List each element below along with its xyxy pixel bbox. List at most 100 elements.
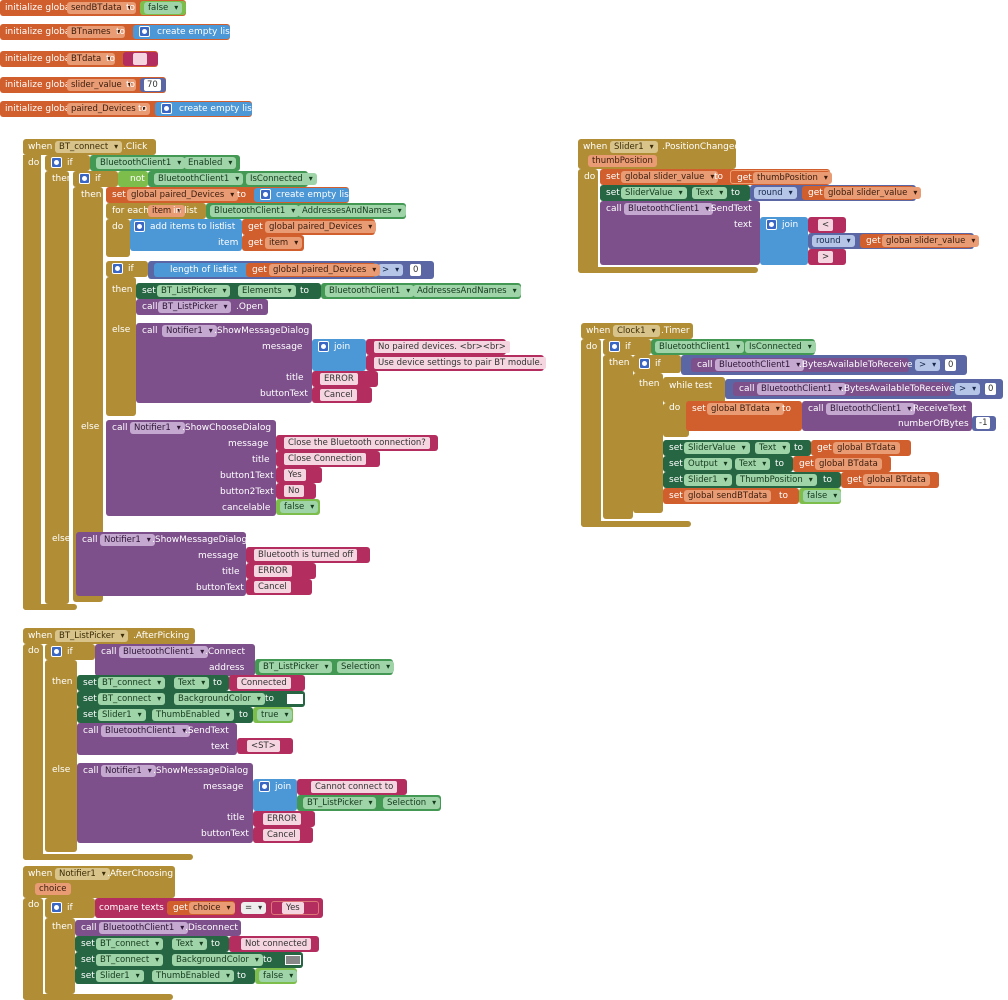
if-connect[interactable]: if (45, 644, 95, 660)
set-slider-thumbposition[interactable]: set Slider1 ThumbPosition to (663, 472, 841, 488)
get-slider-value[interactable]: get global slider_value (860, 234, 980, 248)
join-block[interactable]: join (253, 779, 297, 811)
get-item[interactable]: get item (242, 235, 304, 251)
join-block[interactable]: join (760, 217, 808, 265)
text-st[interactable]: <ST> (237, 738, 293, 754)
gear-icon[interactable] (260, 189, 271, 200)
text-use-settings[interactable]: Use device settings to pair BT module. (366, 355, 547, 371)
get-choice[interactable]: get choice (167, 901, 235, 915)
event-clock-timer[interactable]: when Clock1 .Timer (581, 323, 693, 339)
getter-bt-enabled[interactable]: BluetoothClient1 Enabled (90, 155, 240, 171)
false-literal[interactable]: false (255, 968, 298, 984)
compare-bytes-while[interactable]: call BluetoothClient1 .BytesAvailableToR… (725, 379, 1003, 399)
text-gt[interactable]: > (808, 249, 846, 265)
get-btdata[interactable]: get global BTdata (841, 472, 939, 488)
call-bt-sendtext-slider[interactable]: call BluetoothClient1 .SendText text (600, 201, 760, 265)
gear-icon[interactable] (318, 341, 329, 352)
text-close-connection[interactable]: Close Connection (276, 451, 380, 467)
getter-bt-isconnected[interactable]: BluetoothClient1 IsConnected (148, 171, 317, 187)
text-cannot-connect[interactable]: Cannot connect to (297, 779, 407, 795)
text-close-bt[interactable]: Close the Bluetooth connection? (276, 435, 438, 451)
text-connected[interactable]: Connected (229, 675, 305, 691)
text-no-paired[interactable]: No paired devices. <br><br> (366, 339, 510, 355)
gear-icon[interactable] (79, 173, 90, 184)
call-bt-disconnect[interactable]: call BluetoothClient1 .Disconnect (75, 920, 241, 936)
gear-icon[interactable] (112, 263, 123, 274)
global-BTnames[interactable]: initialize global BTnames to create empt… (0, 24, 233, 40)
gear-icon[interactable] (161, 103, 172, 114)
while-loop[interactable]: while test (663, 377, 725, 403)
set-btconnect-text[interactable]: set BT_connect Text to (75, 936, 229, 952)
text-yes[interactable]: Yes (271, 901, 319, 915)
set-output-text[interactable]: set Output Text to (663, 456, 793, 472)
if-bytes-available[interactable]: if (633, 355, 681, 373)
if-connected[interactable]: if (73, 171, 118, 187)
getter-bt-addresses[interactable]: BluetoothClient1 AddressesAndNames (321, 283, 521, 299)
call-receive-text[interactable]: call BluetoothClient1 .ReceiveText numbe… (802, 401, 972, 431)
color-white-swatch[interactable] (287, 694, 303, 704)
get-btdata[interactable]: get global BTdata (811, 440, 911, 456)
gear-icon[interactable] (51, 157, 62, 168)
gear-icon[interactable] (134, 221, 145, 232)
set-slider-value[interactable]: set global slider_value to get thumbPosi… (600, 169, 832, 185)
round-block[interactable]: round get global slider_value (808, 233, 980, 249)
gear-icon[interactable] (51, 646, 62, 657)
compare-texts[interactable]: compare texts get choice = Yes (95, 898, 323, 918)
get-slider-value[interactable]: get global slider_value (802, 186, 922, 200)
get-paired-devices[interactable]: get global paired_Devices (242, 219, 377, 235)
if-clock-connected[interactable]: if (603, 339, 651, 355)
color-gray-swatch[interactable] (285, 955, 301, 965)
call-show-choose-dialog[interactable]: call Notifier1 .ShowChooseDialog message… (106, 420, 276, 516)
getter-bt-isconnected[interactable]: BluetoothClient1 IsConnected (651, 339, 816, 355)
text-cancel[interactable]: Cancel (253, 827, 313, 843)
number-neg1[interactable]: -1 (972, 416, 996, 431)
global-sendBTdata[interactable]: initialize global sendBTdata to false (0, 0, 186, 16)
event-bt-connect-click[interactable]: when BT_connect .Click (23, 139, 156, 155)
if-length[interactable]: if (106, 261, 148, 277)
set-btdata[interactable]: set global BTdata to (686, 401, 802, 431)
gear-icon[interactable] (609, 341, 620, 352)
not-block[interactable]: not (118, 171, 148, 187)
get-thumbposition[interactable]: get thumbPosition (730, 170, 832, 184)
global-paired-devices[interactable]: initialize global paired_Devices to crea… (0, 101, 255, 117)
event-slider-positionchanged[interactable]: when Slider1 .PositionChanged thumbPosit… (578, 139, 740, 169)
if-choice[interactable]: if (45, 898, 95, 918)
false-literal[interactable]: false (276, 499, 320, 515)
false-literal[interactable]: false (799, 488, 842, 504)
call-bytes-available[interactable]: call BluetoothClient1 .BytesAvailableToR… (733, 382, 955, 396)
text-error[interactable]: ERROR (253, 811, 315, 827)
get-paired-devices[interactable]: get global paired_Devices (246, 263, 381, 277)
call-show-message-bt-off[interactable]: call Notifier1 .ShowMessageDialog messag… (76, 532, 247, 596)
set-btconnect-text[interactable]: set BT_connect Text to (77, 675, 229, 691)
round-block[interactable]: round get global slider_value (750, 185, 922, 201)
compare-bytes[interactable]: call BluetoothClient1 .BytesAvailableToR… (681, 355, 967, 375)
text-lt[interactable]: < (808, 217, 846, 233)
set-sendbtdata[interactable]: set global sendBTdata to (663, 488, 799, 504)
set-btconnect-bgcolor[interactable]: set BT_connect BackgroundColor to (75, 952, 303, 968)
join-block[interactable]: join (312, 339, 366, 371)
getter-bt-addresses[interactable]: BluetoothClient1 AddressesAndNames (206, 203, 406, 219)
gear-icon[interactable] (139, 26, 150, 37)
gear-icon[interactable] (639, 358, 650, 369)
if-enabled[interactable]: if (45, 155, 90, 171)
call-listpicker-open[interactable]: call BT_ListPicker .Open (136, 299, 268, 315)
event-notifier-afterchoosing[interactable]: when Notifier1 .AfterChoosing choice (23, 866, 175, 898)
set-listpicker-elements[interactable]: set BT_ListPicker Elements to (136, 283, 321, 299)
call-show-message-cannot[interactable]: call Notifier1 .ShowMessageDialog messag… (77, 763, 253, 843)
set-slider-thumbenabled[interactable]: set Slider1 ThumbEnabled to (75, 968, 255, 984)
set-slider-thumbenabled[interactable]: set Slider1 ThumbEnabled to (77, 707, 253, 723)
text-no[interactable]: No (276, 483, 316, 499)
text-cancel[interactable]: Cancel (246, 579, 312, 595)
gear-icon[interactable] (51, 902, 62, 913)
call-bt-connect[interactable]: call BluetoothClient1 .Connect address (95, 644, 255, 676)
set-btconnect-bgcolor[interactable]: set BT_connect BackgroundColor to (77, 691, 305, 707)
text-error[interactable]: ERROR (246, 563, 316, 579)
global-BTdata[interactable]: initialize global BTdata to (0, 51, 158, 67)
set-paired-devices[interactable]: set global paired_Devices to create empt… (106, 187, 352, 203)
for-each-item[interactable]: for each item in list (106, 203, 206, 219)
text-error[interactable]: ERROR (312, 371, 378, 387)
create-empty-list-block[interactable]: create empty list (133, 25, 233, 39)
text-not-connected[interactable]: Not connected (229, 936, 319, 952)
number-block[interactable]: 70 (140, 78, 166, 92)
global-slider-value[interactable]: initialize global slider_value to 70 (0, 77, 166, 93)
